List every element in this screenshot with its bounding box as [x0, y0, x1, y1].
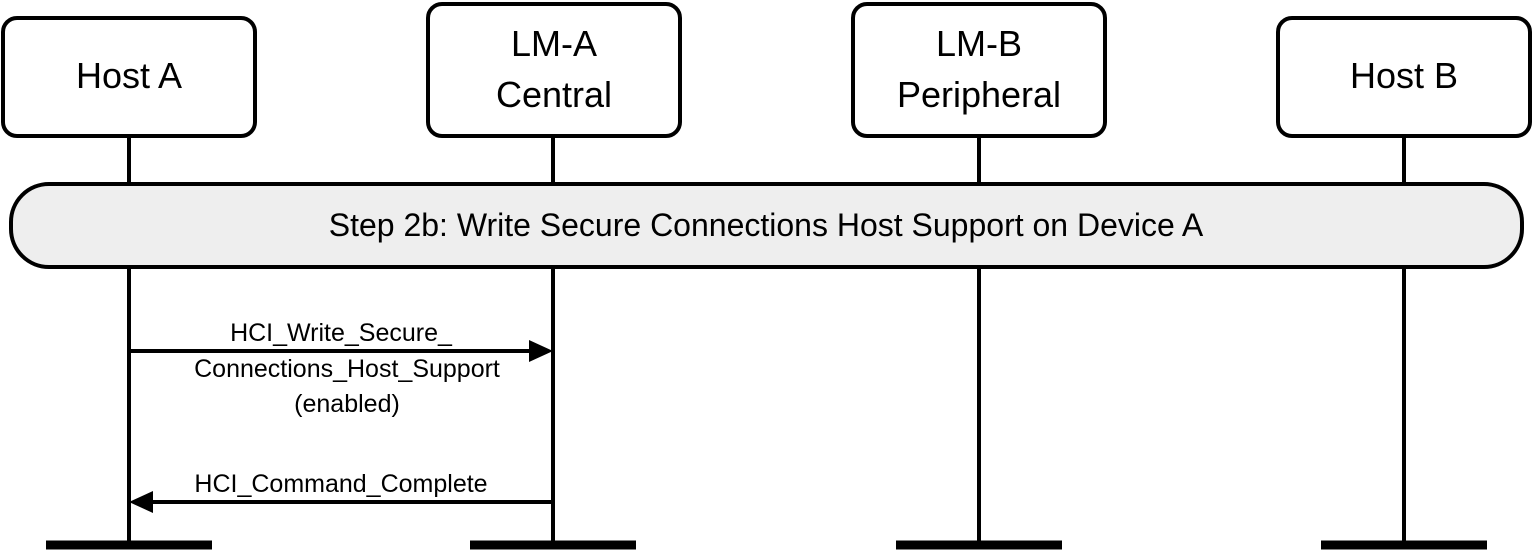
message-write-sc-host-support: HCI_Write_Secure_ Connections_Host_Suppo… — [131, 319, 553, 418]
step-banner: Step 2b: Write Secure Connections Host S… — [9, 182, 1524, 269]
arrowhead-left-icon — [129, 491, 153, 513]
message-command-complete: HCI_Command_Complete — [129, 470, 552, 513]
participant-label: Host A — [76, 55, 182, 96]
step-banner-box — [9, 182, 1524, 269]
participant-label-line-2: Peripheral — [897, 74, 1061, 115]
participant-lm-a: LM-A Central — [426, 2, 682, 138]
participant-box — [426, 2, 682, 138]
participant-host-a: Host A — [1, 16, 257, 138]
participant-lm-b: LM-B Peripheral — [851, 2, 1107, 138]
participant-box — [1276, 16, 1532, 138]
message-label-below-line-1: Connections_Host_Support — [194, 355, 500, 383]
participant-label-line-1: LM-B — [936, 23, 1022, 64]
participant-host-b: Host B — [1276, 16, 1532, 138]
participant-box — [1, 16, 257, 138]
arrowhead-right-icon — [529, 340, 553, 362]
participant-label-line-2: Central — [496, 74, 612, 115]
message-label-below-line-2: (enabled) — [294, 390, 400, 418]
step-banner-label: Step 2b: Write Secure Connections Host S… — [329, 207, 1204, 243]
participant-label: Host B — [1350, 55, 1458, 96]
participant-box — [851, 2, 1107, 138]
message-label-above: HCI_Write_Secure_ — [230, 319, 453, 347]
message-label-above: HCI_Command_Complete — [194, 470, 487, 498]
participant-label-line-1: LM-A — [511, 23, 597, 64]
